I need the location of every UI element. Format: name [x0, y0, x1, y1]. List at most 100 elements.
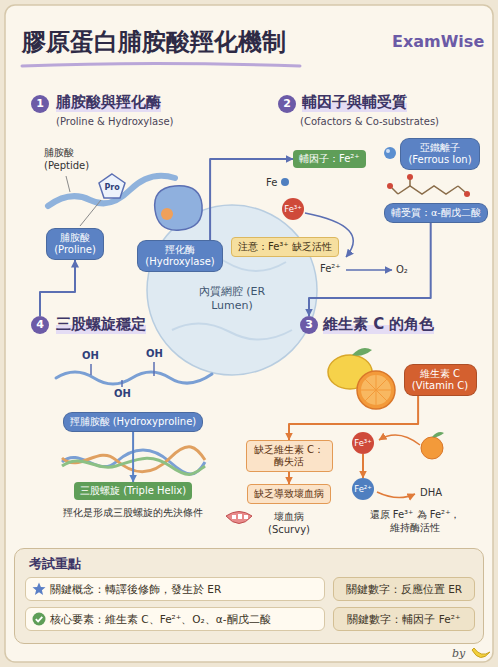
node-text: 亞鐵離子 (Ferrous Ion) — [407, 142, 473, 166]
node-text: Fe³⁺ — [352, 432, 374, 454]
redox-arrow — [377, 492, 415, 498]
part-label: Pro — [105, 183, 120, 192]
page-title: 膠原蛋白脯胺酸羥化機制 — [22, 26, 286, 58]
ion-circle: Fe²⁺ — [352, 478, 374, 500]
orange-flesh — [361, 375, 391, 405]
node-text: 缺乏導致壞血病 — [254, 488, 324, 500]
connector-arrow — [288, 472, 290, 484]
group-label: OH — [114, 388, 131, 399]
key-point-row: 關鍵概念：轉譯後修飾，發生於 ER — [25, 577, 325, 601]
callout-number: 4 — [31, 316, 49, 334]
term-pill: 脯胺酸 (Proline) — [46, 228, 104, 260]
node-text: 關鍵數字：反應位置 ER — [334, 578, 474, 600]
node-text: Fe²⁺ — [352, 478, 374, 500]
bond — [409, 179, 411, 186]
check-mark — [36, 617, 43, 622]
region-label: 內質網腔 (ER Lumen) — [199, 285, 266, 313]
alpha-kg-molecule — [398, 186, 458, 194]
node-text: 維生素 C (Vitamin C) — [411, 368, 470, 392]
group-label: OH — [146, 348, 163, 359]
node-text: 關鍵概念：轉譯後修飾，發生於 ER — [50, 578, 324, 600]
node-text: 2 — [278, 95, 296, 113]
section-heading: 輔因子與輔受質 — [302, 93, 407, 112]
connector-arrow — [210, 159, 293, 240]
section-heading: 維生素 C 的角色 — [323, 315, 434, 334]
key-number-tag: 關鍵數字：反應位置 ER — [333, 577, 475, 601]
oxygen-atom — [464, 191, 470, 197]
signature: by — [452, 647, 465, 660]
callout-number: 2 — [278, 95, 296, 113]
term-pill: 羥化酶 (Hydroxylase) — [137, 240, 223, 272]
node-text: 輔因子：Fe²⁺ — [299, 153, 360, 165]
paper-card — [5, 5, 493, 662]
ion-highlight — [386, 149, 390, 153]
connector-arrow — [289, 396, 418, 440]
node-text: 3 — [300, 316, 318, 334]
section-subtitle: (Proline & Hydroxylase) — [56, 116, 173, 127]
part-label: DHA — [420, 486, 442, 499]
redox-arrow — [379, 435, 420, 445]
title-underline — [22, 64, 300, 67]
result-box: 三股螺旋 (Triple Helix) — [74, 482, 192, 500]
active-site — [161, 208, 173, 220]
part-label: Fe — [266, 176, 277, 189]
note-text: 還原 Fe³⁺ 為 Fe²⁺，維持酶活性 — [369, 508, 462, 534]
section-heading: 三股螺旋穩定 — [56, 315, 146, 334]
node-text: 核心要素：維生素 C、Fe²⁺、O₂、α-酮戊二酸 — [50, 608, 324, 630]
bond — [458, 186, 465, 192]
node-text: 羥脯胺酸 (Hydroxyproline) — [70, 416, 197, 428]
ion-circle: Fe³⁺ — [282, 198, 304, 220]
callout-number: 3 — [300, 316, 318, 334]
callout-number: 1 — [31, 95, 49, 113]
node-text: 脯胺酸 (Proline) — [53, 232, 97, 256]
note-box: 缺乏維生素 C：酶失活 — [246, 440, 333, 472]
term-pill: 亞鐵離子 (Ferrous Ion) — [400, 138, 480, 170]
part-label: 壞血病 (Scurvy) — [267, 510, 311, 536]
cofactor-box: 輔因子：Fe²⁺ — [293, 150, 366, 168]
star-shape — [33, 583, 46, 596]
bond — [392, 188, 398, 194]
reaction-arrow — [346, 269, 392, 271]
ion-circle: Fe³⁺ — [352, 432, 374, 454]
connector-arrow — [40, 260, 75, 316]
bond — [121, 380, 123, 387]
orange-slice — [357, 371, 395, 409]
hydroxylated-chain — [56, 372, 212, 384]
ferrous-ion — [384, 147, 396, 159]
part-label: O₂ — [396, 263, 408, 276]
part-label: 脯胺酸 (Peptide) — [44, 146, 92, 172]
node-text: 4 — [31, 316, 49, 334]
node-text: Fe³⁺ — [282, 198, 304, 220]
check-icon — [32, 612, 46, 626]
connector-arrow — [132, 432, 134, 482]
key-point-row: 核心要素：維生素 C、Fe²⁺、O₂、α-酮戊二酸 — [25, 607, 325, 631]
oxygen-atom — [407, 174, 413, 180]
note-text: 羥化是形成三股螺旋的先決條件 — [63, 506, 203, 519]
star-icon — [32, 582, 46, 596]
summary-panel: 考試重點關鍵概念：轉譯後修飾，發生於 ER關鍵數字：反應位置 ER核心要素：維生… — [14, 548, 484, 644]
check-badge — [33, 613, 46, 626]
key-number-tag: 關鍵數字：輔因子 Fe²⁺ — [333, 607, 475, 631]
scurvy-gums — [226, 512, 252, 524]
node-text: 羥化酶 (Hydroxylase) — [144, 244, 216, 268]
orange-segments — [361, 375, 391, 405]
node-text: 注意：Fe³⁺ 缺乏活性 — [238, 241, 332, 253]
leader-line — [66, 176, 70, 192]
enzyme-blob — [155, 186, 203, 230]
leaf — [352, 348, 372, 356]
teeth — [232, 514, 248, 519]
bond — [90, 364, 92, 375]
oxygen-atom — [387, 183, 393, 189]
note-box: 缺乏導致壞血病 — [247, 484, 331, 504]
node-text: 關鍵數字：輔因子 Fe²⁺ — [334, 608, 474, 630]
orange-fruit — [421, 437, 443, 459]
node-text: 三股螺旋 (Triple Helix) — [80, 485, 186, 497]
node-text: 缺乏維生素 C：酶失活 — [253, 444, 326, 468]
term-pill: 羥脯胺酸 (Hydroxyproline) — [63, 412, 204, 432]
warning-box: 注意：Fe³⁺ 缺乏活性 — [231, 237, 339, 257]
proline-ring — [99, 174, 125, 198]
banana-icon — [472, 648, 490, 658]
part-label: Fe²⁺ — [320, 262, 341, 275]
section-subtitle: (Cofactors & Co-substrates) — [300, 116, 439, 127]
group-label: OH — [82, 350, 99, 361]
